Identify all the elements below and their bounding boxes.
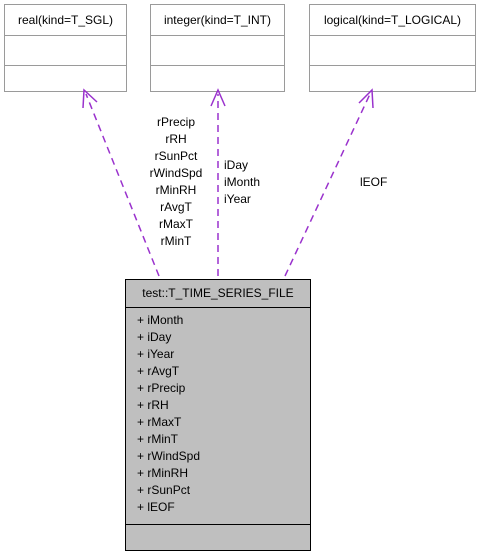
attribute-item: + rMinRH — [137, 466, 189, 480]
attribute-item: + rSunPct — [137, 483, 191, 497]
attribute-item: + rRH — [137, 398, 169, 412]
class-name-logical: logical(kind=T_LOGICAL) — [310, 5, 475, 36]
class-box-integer[interactable]: integer(kind=T_INT) — [150, 4, 285, 92]
class-box-logical[interactable]: logical(kind=T_LOGICAL) — [309, 4, 476, 92]
class-attributes-integer — [151, 36, 284, 66]
edge-label-line: rMinT — [160, 234, 192, 248]
edge-label-line: rPrecip — [156, 115, 195, 129]
attribute-item: + rWindSpd — [137, 449, 201, 463]
edge-label-real: rPrecip rRH rSunPct rWindSpd rMinRH rAvg… — [145, 114, 207, 250]
edge-label-line: iMonth — [224, 175, 261, 189]
arrowhead-integer — [210, 88, 226, 107]
edge-logical — [284, 93, 371, 277]
edge-label-integer: iDay iMonth iYear — [224, 157, 260, 208]
class-attributes-logical — [310, 36, 475, 66]
edge-label-line: iDay — [224, 158, 249, 172]
edge-label-line: iYear — [224, 192, 251, 206]
edge-label-line: rAvgT — [160, 200, 192, 214]
class-name-time-series-file: test::T_TIME_SERIES_FILE — [126, 280, 310, 308]
class-attributes-time-series-file: + iMonth + iDay + iYear + rAvgT + rPreci… — [126, 308, 310, 525]
edge-label-line: rSunPct — [154, 149, 198, 163]
edge-label-line: rMaxT — [159, 217, 193, 231]
attribute-item: + rMinT — [137, 432, 179, 446]
attribute-item: + rPrecip — [137, 381, 186, 395]
attribute-item: + iYear — [137, 347, 175, 361]
edge-label-logical: lEOF — [360, 174, 387, 191]
attribute-item: + rMaxT — [137, 415, 182, 429]
class-attributes-real — [5, 36, 126, 66]
edge-label-line: rMinRH — [155, 183, 197, 197]
attribute-item: + iDay — [137, 330, 172, 344]
edge-label-line: rWindSpd — [149, 166, 203, 180]
attribute-item: + rAvgT — [137, 364, 180, 378]
edge-label-line: rRH — [165, 132, 187, 146]
class-name-integer: integer(kind=T_INT) — [151, 5, 284, 36]
class-box-time-series-file[interactable]: test::T_TIME_SERIES_FILE + iMonth + iDay… — [125, 279, 311, 551]
class-box-real[interactable]: real(kind=T_SGL) — [4, 4, 127, 92]
edge-label-line: lEOF — [360, 175, 388, 189]
class-name-real: real(kind=T_SGL) — [5, 5, 126, 36]
attribute-item: + iMonth — [137, 313, 184, 327]
arrowhead-logical — [358, 88, 374, 109]
attribute-item: + lEOF — [137, 500, 175, 514]
arrowhead-real — [82, 88, 98, 109]
edge-real — [85, 93, 160, 277]
